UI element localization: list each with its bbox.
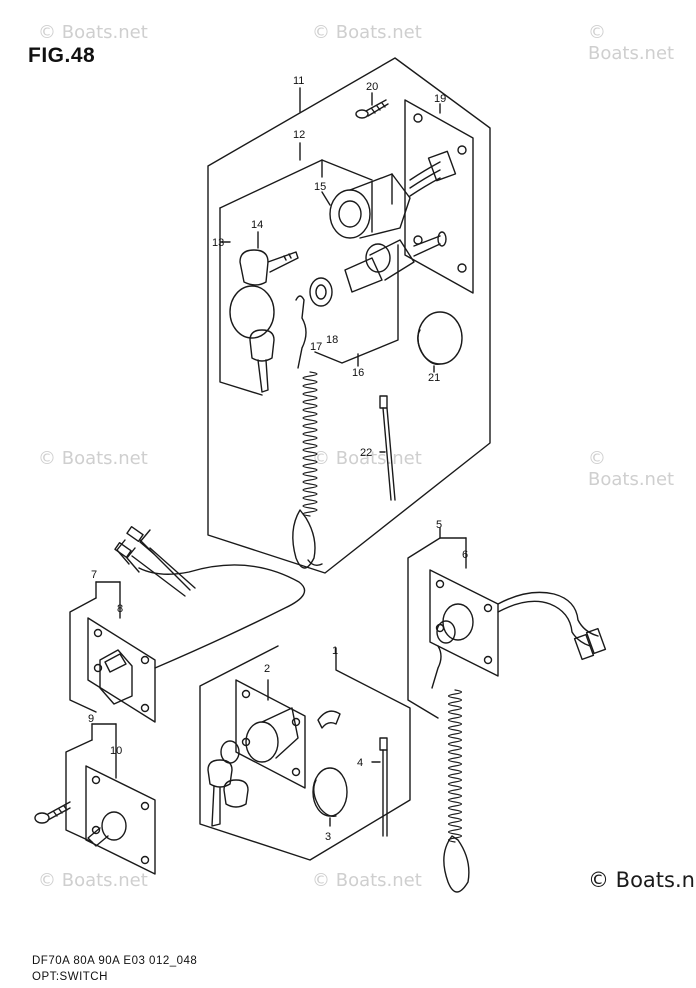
key-set-14 [219,231,299,393]
callout-10: 10 [110,745,122,757]
callout-2: 2 [264,663,270,675]
watermark: © Boats.net [312,22,422,43]
watermark: © Boats.net [312,870,422,891]
callout-1: 1 [332,645,338,657]
callout-8: 8 [117,603,123,615]
figure-code: DF70A 80A 90A E03 012_048 [32,955,198,967]
stop-switch-17 [309,231,447,307]
callout-3: 3 [325,831,331,843]
kit-outline-7 [69,581,121,713]
mounting-plate-19 [404,99,474,294]
watermark: © Boats.net [312,448,422,469]
plate-switch-6 [429,569,607,689]
watermark: © Boats.net [588,448,675,490]
callout-12: 12 [293,129,305,141]
lanyard-coil-lower [443,689,470,893]
callout-22: 22 [360,447,372,459]
figure-caption: OPT:SWITCH [32,971,108,983]
kit-outline-12 [219,142,399,396]
callout-6: 6 [462,549,468,561]
watermark: © Boats.net [38,22,148,43]
watermark: © Boats.net [588,22,675,64]
plate-switch-10 [34,765,156,875]
figure-title: FIG.48 [28,44,96,67]
watermark: © Boats.net [38,870,148,891]
corner-watermark: © Boats.net [588,868,696,892]
ignition-switch-15 [321,150,457,239]
plate-switch-2 [207,679,388,837]
callout-7: 7 [91,569,97,581]
lanyard-coil-upper [292,295,323,569]
callout-20: 20 [366,81,378,93]
callout-4: 4 [357,757,363,769]
callout-9: 9 [88,713,94,725]
callout-13: 13 [212,237,224,249]
switch-cap-21 [417,311,463,373]
callout-21: 21 [428,372,440,384]
plate-switch-8 [87,526,306,723]
screw-20 [355,92,389,119]
callout-17: 17 [310,341,322,353]
callout-16: 16 [352,367,364,379]
callout-14: 14 [251,219,263,231]
callout-labels: 1 2 3 4 5 6 7 8 9 10 11 12 13 14 15 16 1… [88,75,468,843]
callout-11: 11 [293,75,304,87]
callout-5: 5 [436,519,442,531]
watermark: © Boats.net [38,448,148,469]
callout-19: 19 [434,93,446,105]
cable-tie-22 [379,395,396,501]
callout-15: 15 [314,181,326,193]
callout-18: 18 [326,334,338,346]
kit-outline-9 [65,723,117,843]
kit-outline-1 [199,645,411,861]
kit-outline-11 [207,57,491,574]
kit-outline-5 [407,527,467,719]
